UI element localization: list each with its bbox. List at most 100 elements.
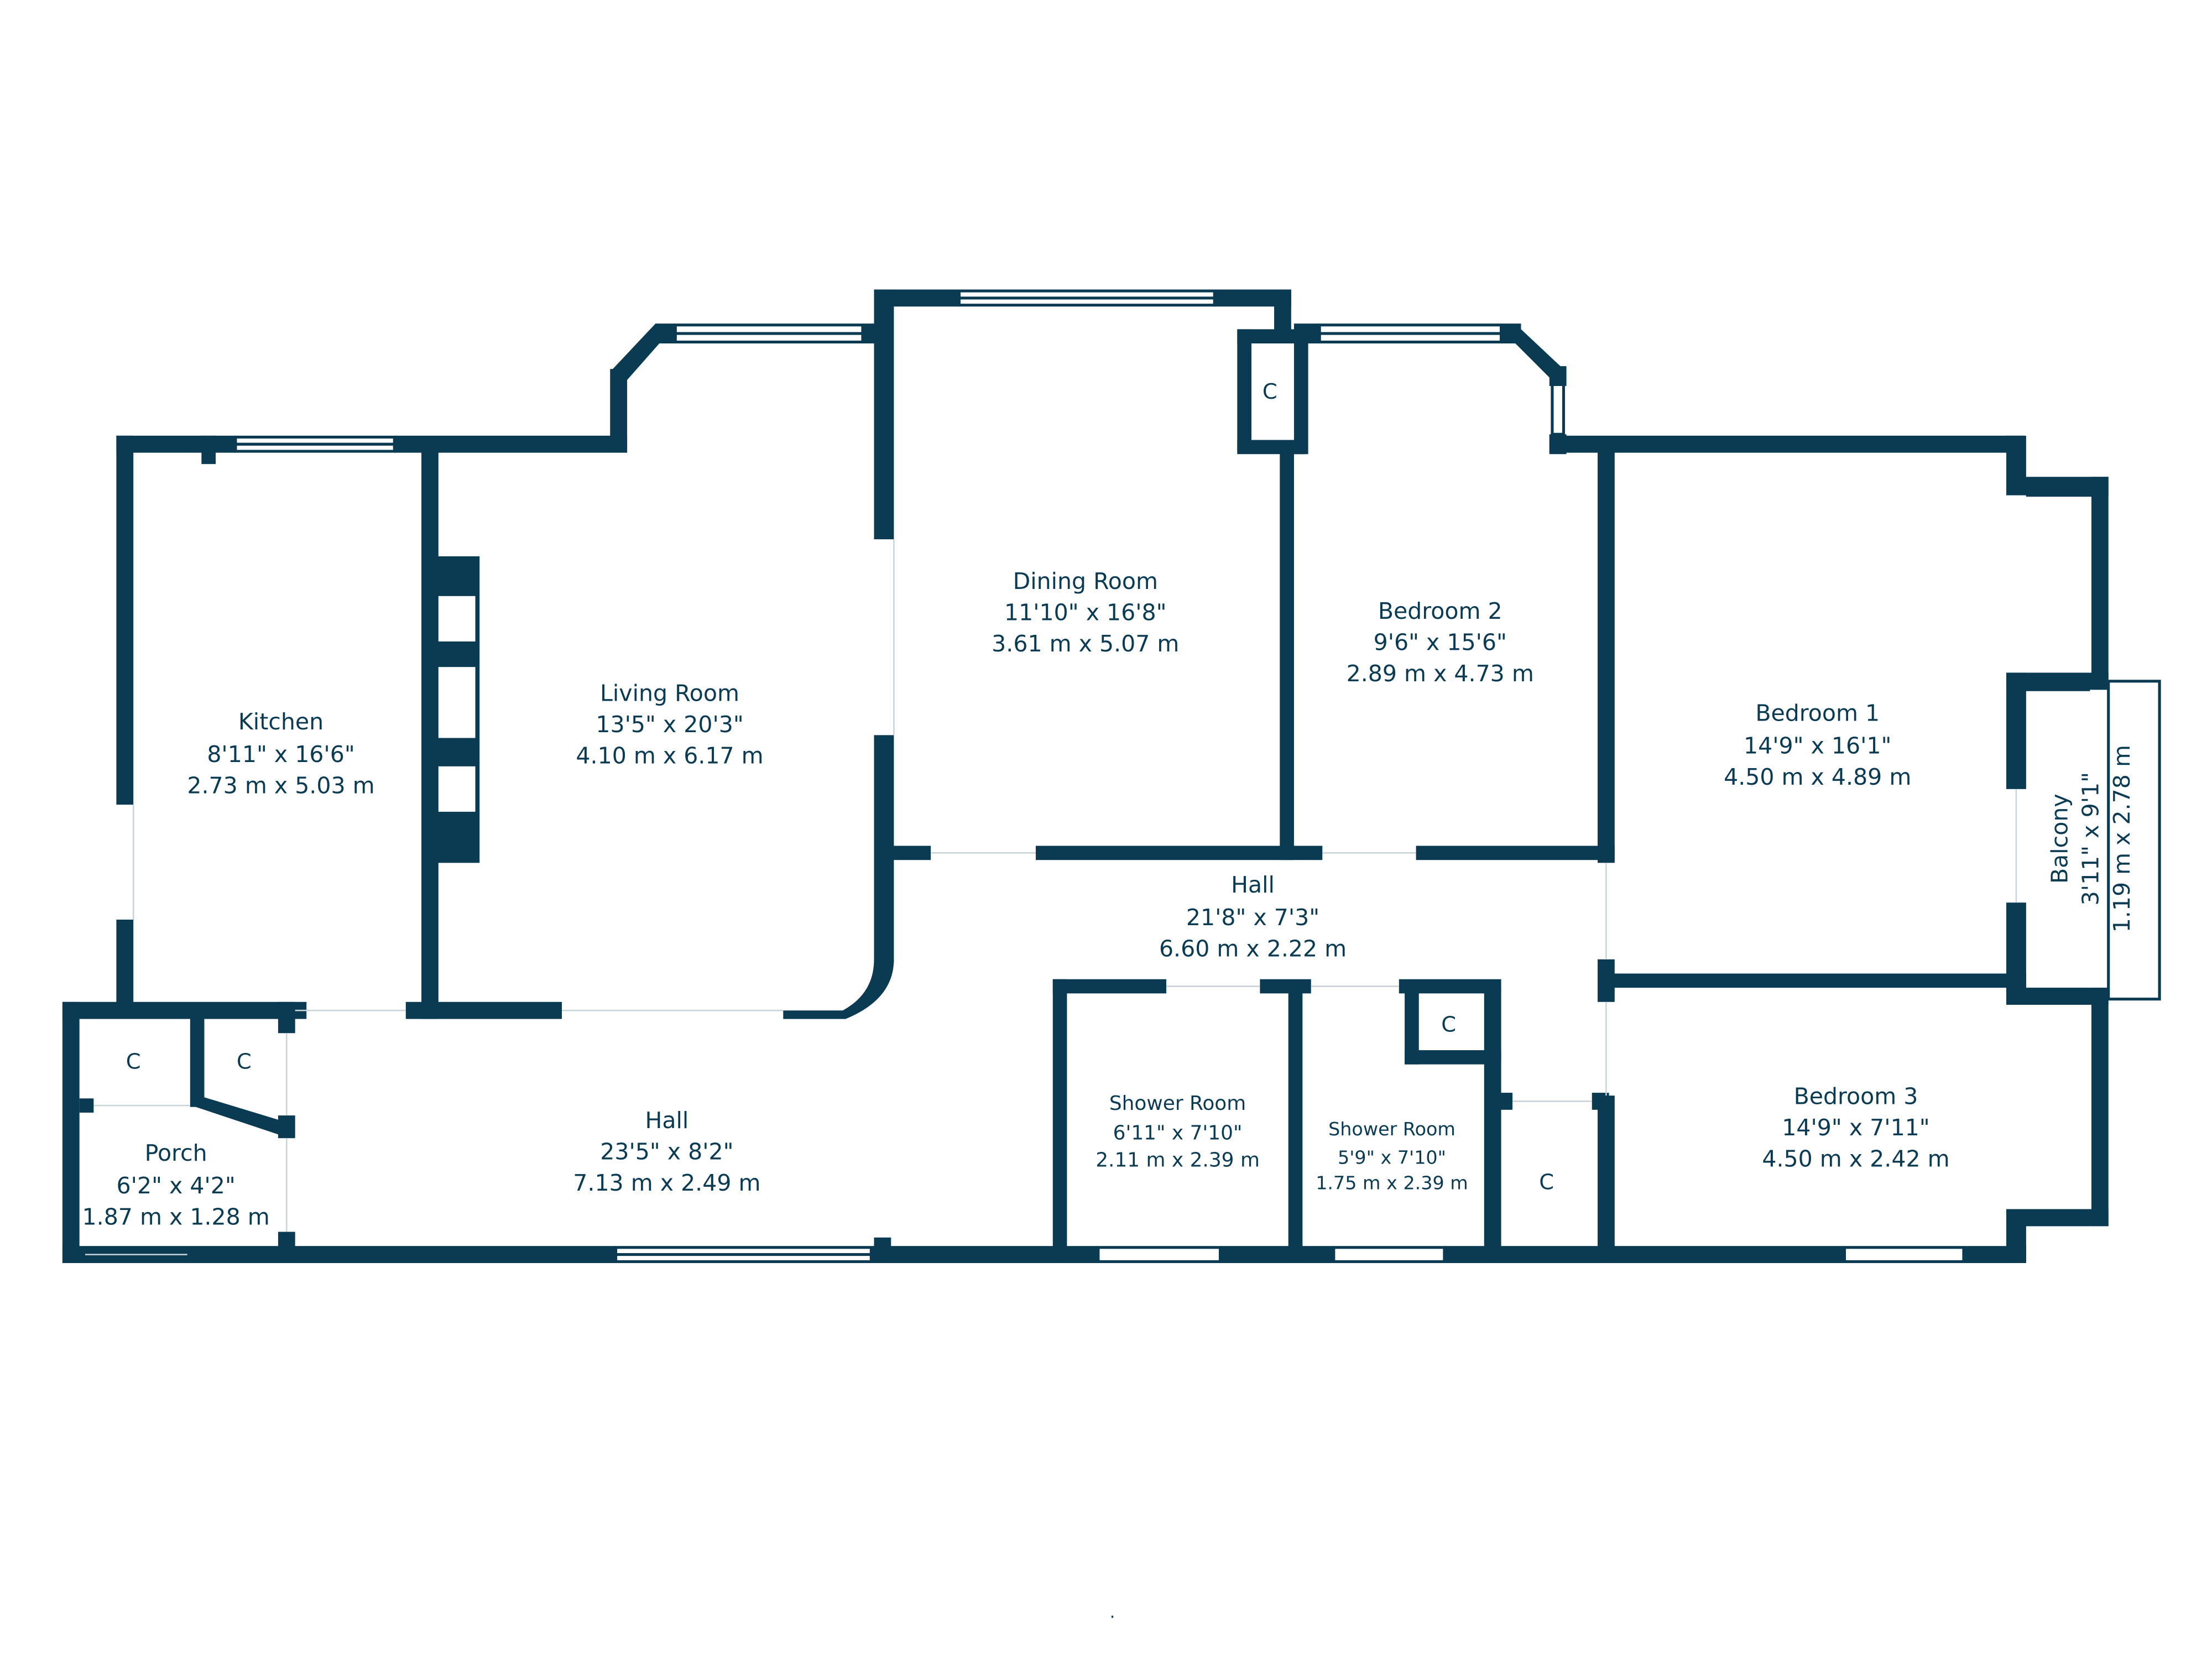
wall xyxy=(1416,846,1615,860)
balcony-railing xyxy=(2107,680,2161,1001)
room-name: Shower Room xyxy=(1328,1118,1455,1140)
windows xyxy=(234,289,2107,1264)
room-imperial: 6'11" x 7'10" xyxy=(1113,1122,1243,1145)
room-name: Bedroom 1 xyxy=(1755,700,1880,727)
room-shower-room-2: Shower Room 5'9" x 7'10" 1.75 m x 2.39 m xyxy=(1316,1118,1468,1194)
wall xyxy=(62,1001,80,1264)
wall xyxy=(1484,1050,1501,1264)
cupboard-label: C xyxy=(126,1049,141,1074)
door-openings xyxy=(85,539,2017,1255)
wall xyxy=(885,846,931,860)
wall xyxy=(1260,979,1311,994)
room-metric: 4.10 m x 6.17 m xyxy=(576,743,763,769)
room-imperial: 14'9" x 16'1" xyxy=(1744,733,1891,759)
room-living-room: Living Room 13'5" x 20'3" 4.10 m x 6.17 … xyxy=(576,680,763,769)
room-imperial: 5'9" x 7'10" xyxy=(1338,1146,1446,1168)
room-bedroom-2: Bedroom 2 9'6" x 15'6" 2.89 m x 4.73 m xyxy=(1347,598,1534,687)
room-metric: 4.50 m x 4.89 m xyxy=(1724,764,1911,790)
room-metric: 4.50 m x 2.42 m xyxy=(1762,1145,1949,1172)
room-metric: 2.11 m x 2.39 m xyxy=(1095,1149,1260,1171)
room-imperial: 23'5" x 8'2" xyxy=(600,1139,733,1165)
wall xyxy=(278,1115,295,1139)
wall xyxy=(1549,435,2023,453)
room-name: Bedroom 3 xyxy=(1794,1083,1918,1110)
wall xyxy=(1598,973,2026,988)
cupboards: C C C C C xyxy=(126,379,1554,1194)
room-imperial: 3'11" x 9'1" xyxy=(2078,772,2104,905)
wall xyxy=(196,1095,293,1139)
room-metric: 7.13 m x 2.49 m xyxy=(573,1170,760,1196)
wall xyxy=(874,289,894,540)
wall xyxy=(2006,1209,2026,1264)
wall xyxy=(405,1001,562,1019)
wall xyxy=(116,435,236,453)
room-imperial: 13'5" x 20'3" xyxy=(596,711,743,738)
room-name: Shower Room xyxy=(1109,1092,1246,1115)
fireplace xyxy=(438,596,476,812)
room-bedroom-3: Bedroom 3 14'9" x 7'11" 4.50 m x 2.42 m xyxy=(1762,1083,1949,1172)
cupboard-label: C xyxy=(1262,379,1277,404)
room-kitchen: Kitchen 8'11" x 16'6" 2.73 m x 5.03 m xyxy=(187,708,374,799)
room-metric: 6.60 m x 2.22 m xyxy=(1159,936,1347,962)
room-imperial: 6'2" x 4'2" xyxy=(117,1172,236,1199)
wall xyxy=(1274,289,1291,335)
wall xyxy=(201,435,216,465)
wall xyxy=(1498,1093,1513,1110)
room-metric: 1.19 m x 2.78 m xyxy=(2109,745,2135,932)
wall xyxy=(278,1232,295,1264)
room-name: Balcony xyxy=(2046,794,2073,884)
room-dining-room: Dining Room 11'10" x 16'8" 3.61 m x 5.07… xyxy=(992,568,1179,657)
wall xyxy=(874,289,959,307)
room-bedroom-1: Bedroom 1 14'9" x 16'1" 4.50 m x 4.89 m xyxy=(1724,700,1911,790)
wall xyxy=(2006,672,2026,789)
room-name: Dining Room xyxy=(1013,568,1158,594)
room-imperial: 8'11" x 16'6" xyxy=(207,741,354,768)
wall xyxy=(116,919,134,1011)
room-porch: Porch 6'2" x 4'2" 1.87 m x 1.28 m xyxy=(82,1140,270,1230)
wall xyxy=(1035,846,1323,860)
wall xyxy=(1052,979,1167,994)
cupboard-label: C xyxy=(1539,1170,1554,1195)
room-metric: 2.89 m x 4.73 m xyxy=(1347,660,1534,687)
wall xyxy=(1052,979,1067,1264)
wall xyxy=(1237,329,1251,452)
room-hall-upper: Hall 21'8" x 7'3" 6.60 m x 2.22 m xyxy=(1159,872,1347,962)
wall xyxy=(610,324,667,383)
wall xyxy=(278,1001,295,1034)
room-name: Living Room xyxy=(600,680,739,707)
wall xyxy=(874,1237,891,1264)
room-imperial: 21'8" x 7'3" xyxy=(1186,904,1319,931)
room-name: Hall xyxy=(645,1107,688,1134)
room-name: Hall xyxy=(1231,872,1275,898)
room-shower-room-1: Shower Room 6'11" x 7'10" 2.11 m x 2.39 … xyxy=(1095,1092,1260,1172)
room-imperial: 9'6" x 15'6" xyxy=(1374,629,1507,655)
wall xyxy=(1280,451,1294,860)
wall xyxy=(1598,451,1615,863)
wall xyxy=(116,435,134,805)
cupboard-label: C xyxy=(237,1049,252,1074)
room-imperial: 11'10" x 16'8" xyxy=(1004,599,1166,625)
room-name: Kitchen xyxy=(238,708,324,735)
room-imperial: 14'9" x 7'11" xyxy=(1782,1114,1929,1141)
wall xyxy=(1444,1246,1845,1264)
wall xyxy=(655,324,676,344)
room-hall-lower: Hall 23'5" x 8'2" 7.13 m x 2.49 m xyxy=(573,1107,760,1196)
footer-mark: . xyxy=(1110,1603,1115,1623)
wall xyxy=(1598,959,1615,1002)
wall xyxy=(1293,329,1308,455)
wall xyxy=(190,1010,205,1107)
room-name: Bedroom 2 xyxy=(1378,598,1503,624)
room-metric: 2.73 m x 5.03 m xyxy=(187,773,374,799)
wall xyxy=(2006,435,2026,495)
wall xyxy=(1288,988,1303,1264)
wall xyxy=(394,435,628,453)
wall xyxy=(62,1001,307,1019)
wall xyxy=(79,1098,94,1113)
room-metric: 3.61 m x 5.07 m xyxy=(992,630,1179,657)
room-balcony: Balcony 3'11" x 9'1" 1.19 m x 2.78 m xyxy=(2046,745,2135,932)
room-name: Porch xyxy=(145,1140,207,1166)
cupboard-label: C xyxy=(1441,1013,1456,1037)
wall xyxy=(1598,1095,1615,1264)
wall xyxy=(1220,1246,1334,1264)
